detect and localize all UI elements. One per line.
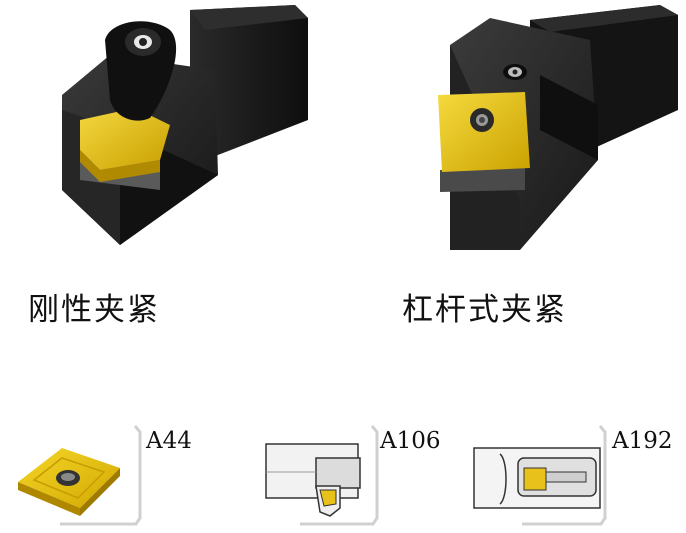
reference-code-a192: A192 <box>612 428 673 454</box>
reference-panel-a106 <box>240 420 462 533</box>
lever-clamp-caption: 杠杆式夹紧 <box>402 292 567 328</box>
lever-clamp-diagram <box>473 425 607 526</box>
reference-panel-a192 <box>462 420 686 533</box>
reference-panel-a44 <box>0 420 230 533</box>
lever-clamp-tool-image <box>430 0 686 255</box>
reference-code-a106: A106 <box>380 428 441 454</box>
reference-code-a44: A44 <box>146 428 192 454</box>
rigid-clamp-diagram <box>265 425 379 526</box>
rigid-clamp-caption: 刚性夹紧 <box>28 292 160 328</box>
insert-diagram <box>18 425 142 526</box>
rigid-clamp-tool-image <box>40 0 320 255</box>
